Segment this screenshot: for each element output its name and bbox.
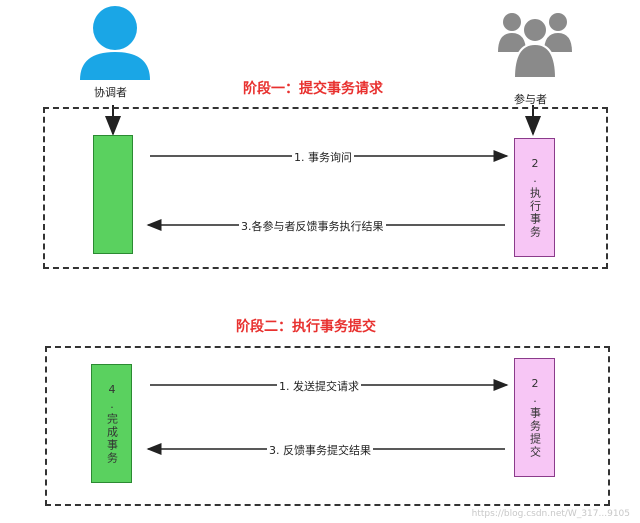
participants-label: 参与者	[514, 93, 547, 106]
phase1-title: 阶段一：提交事务请求	[243, 81, 383, 97]
coordinator-complete-box: 4.完成事务	[91, 364, 132, 483]
coordinator-label: 协调者	[94, 86, 127, 99]
coordinator-activation-1	[93, 135, 133, 254]
participant-commit-box: 2.事务提交	[514, 358, 555, 477]
coordinator-icon	[80, 6, 150, 80]
p1-request-label: 1. 事务询问	[292, 149, 354, 165]
p1-feedback-label: 3.各参与者反馈事务执行结果	[239, 218, 386, 234]
participant-execute-box: 2.执行事务	[514, 138, 555, 257]
phase2-frame	[45, 346, 610, 506]
phase2-title: 阶段二：执行事务提交	[236, 319, 376, 335]
participants-icon	[498, 13, 572, 79]
p2-feedback-label: 3. 反馈事务提交结果	[267, 442, 373, 458]
watermark: https://blog.csdn.net/W_317...9105	[471, 509, 630, 519]
phase1-frame	[43, 107, 608, 269]
p2-request-label: 1. 发送提交请求	[277, 378, 361, 394]
